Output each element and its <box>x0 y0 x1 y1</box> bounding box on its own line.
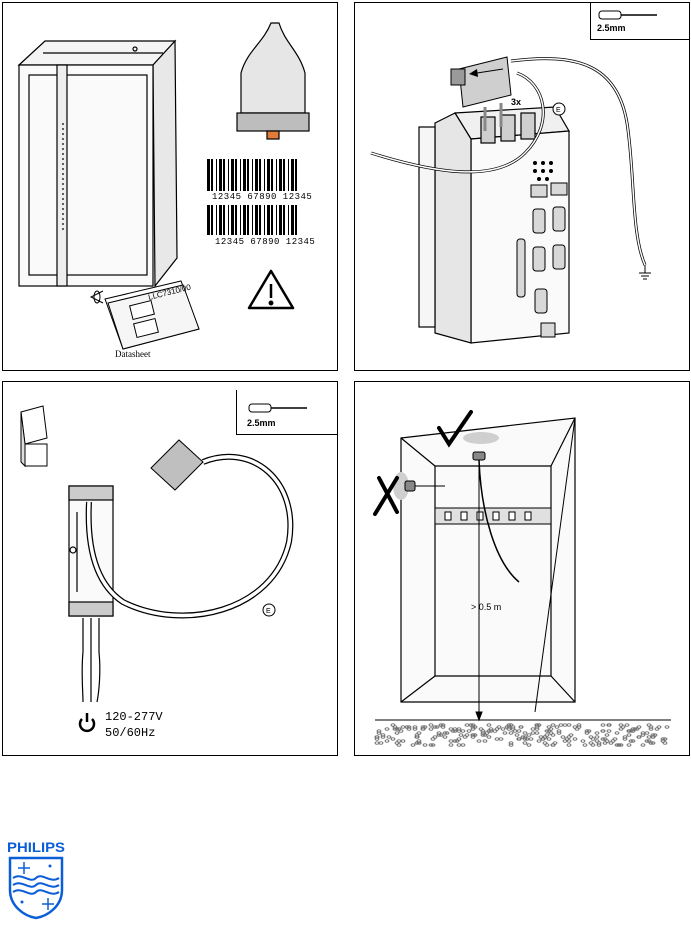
multiplier-label: 3x <box>511 97 521 107</box>
tool-size-label: 2.5mm <box>597 23 626 33</box>
voltage-label: 120-277V <box>105 710 163 724</box>
screwdriver-icon <box>598 10 657 20</box>
tool-callout: 2.5mm <box>236 390 337 435</box>
din-rail-drawing <box>434 507 552 525</box>
top-hole-drawing <box>463 432 499 444</box>
eye-arrow-icon <box>89 290 104 304</box>
tool-callout: 2.5mm <box>590 3 689 40</box>
philips-shield-icon: PHILIPS <box>6 836 66 920</box>
contents-illustration: 12345 67890 12345 12345 67890 12345 LLC7… <box>17 22 315 359</box>
psu-unit-small-drawing <box>20 405 48 468</box>
earth-marker-icon <box>262 603 276 617</box>
enclosure-box-drawing <box>17 39 178 288</box>
ground-icon <box>639 265 651 280</box>
contents-panel: 12345 67890 12345 12345 67890 12345 LLC7… <box>2 2 338 371</box>
barcode-2 <box>207 205 297 235</box>
logo-brand: PHILIPS <box>7 839 65 855</box>
check-icon <box>437 410 473 448</box>
power-connector-drawing <box>150 439 204 491</box>
cabinet-drawing <box>400 417 576 713</box>
power-supply-panel: E 120-277V 50/60Hz 2.5mm <box>2 381 338 756</box>
height-note: > 0.5 m <box>471 602 501 612</box>
datasheet-booklet-drawing <box>104 280 200 350</box>
screwdriver-icon <box>248 403 307 413</box>
floor-drawing <box>374 719 671 747</box>
status-leds-drawing <box>533 161 553 181</box>
mounting-illustration: > 0.5 m <box>373 410 671 747</box>
top-sensor-drawing <box>472 451 486 461</box>
philips-logo: PHILIPS <box>4 832 68 920</box>
controller-wiring-panel: 3x E 2.5mm <box>354 2 690 371</box>
insert-arrow-icon <box>476 68 504 74</box>
barcode-1 <box>207 159 297 191</box>
controller-ports-drawing <box>516 182 568 338</box>
height-arrow-icon <box>475 460 483 722</box>
light-sensor-drawing <box>236 22 310 140</box>
power-supply-illustration: E 120-277V 50/60Hz <box>20 405 294 740</box>
power-cable <box>85 453 294 619</box>
mounting-panel: > 0.5 m <box>354 381 690 756</box>
input-wires-drawing <box>81 618 101 703</box>
controller-illustration: 3x E <box>370 56 651 344</box>
earth-marker: E <box>556 107 561 114</box>
earth-marker-icon <box>552 102 566 116</box>
earth-marker: E <box>266 608 271 615</box>
cross-icon <box>373 476 399 516</box>
power-icon <box>78 713 96 733</box>
barcode-number-1: 12345 67890 12345 <box>212 192 312 202</box>
barcode-number-2: 12345 67890 12345 <box>215 237 315 247</box>
frequency-label: 50/60Hz <box>105 726 155 740</box>
tool-size-label: 2.5mm <box>247 418 276 428</box>
warning-icon <box>247 269 295 310</box>
sensor-cable <box>478 459 520 583</box>
side-sensor-drawing <box>404 480 445 492</box>
datasheet-label: Datasheet <box>115 349 151 359</box>
